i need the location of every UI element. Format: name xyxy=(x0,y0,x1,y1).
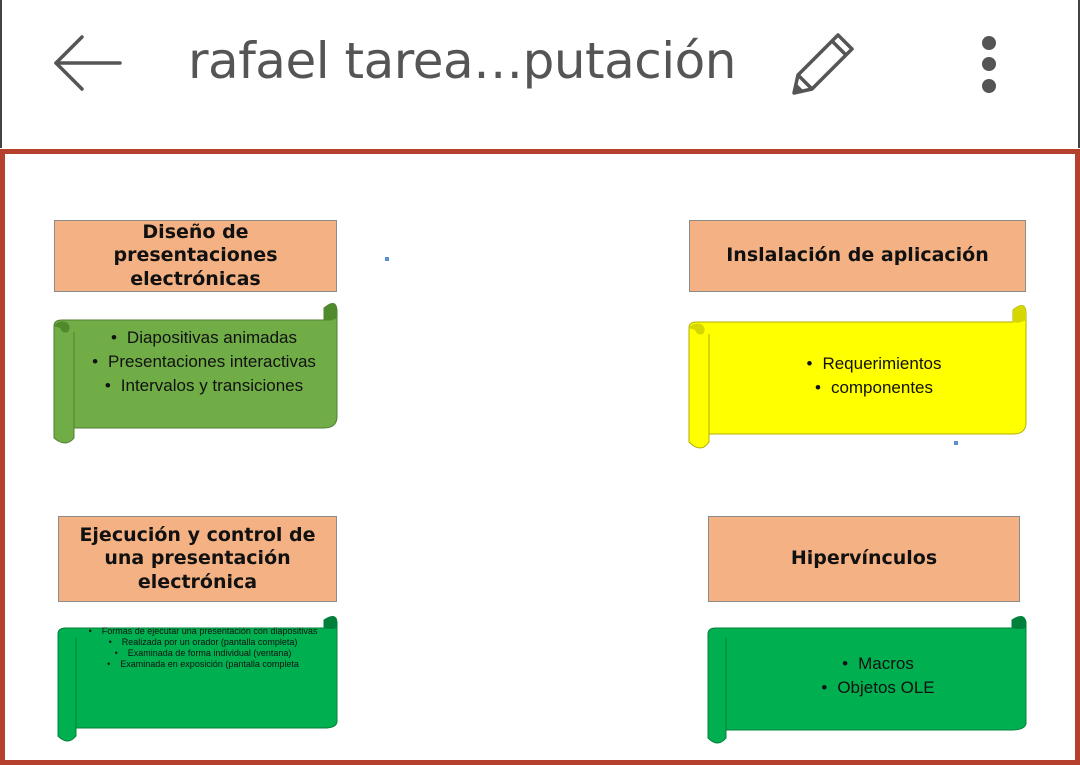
title-text: Diseño de presentaciones electrónicas xyxy=(113,221,278,290)
title-box-diseno: Diseño de presentaciones electrónicas xyxy=(54,220,337,292)
edit-button[interactable] xyxy=(782,25,862,105)
pencil-icon xyxy=(792,33,854,95)
list-item: Examinada de forma individual (ventana) xyxy=(78,648,328,659)
title-text: Hipervínculos xyxy=(790,547,938,570)
arrow-left-icon xyxy=(54,35,122,91)
title-box-hipervinculos: Hipervínculos xyxy=(708,516,1020,602)
more-options-button[interactable] xyxy=(966,28,1012,100)
title-text: Ejecución y control de una presentación … xyxy=(79,524,316,593)
list-item: Diapositivas animadas xyxy=(74,326,334,350)
back-button[interactable] xyxy=(42,28,132,100)
scroll-banner-hipervinculos: Macros Objetos OLE xyxy=(707,612,1027,744)
title-box-instalacion: Inslalación de aplicación xyxy=(689,220,1026,292)
scroll-banner-instalacion: Requerimientos componentes xyxy=(688,300,1027,452)
title-text: Inslalación de aplicación xyxy=(726,244,989,267)
scroll-banner-ejecucion: Formas de ejecutar una presentación con … xyxy=(57,612,338,742)
app-bar: rafael tarea…putación xyxy=(0,0,1080,148)
title-box-ejecucion: Ejecución y control de una presentación … xyxy=(58,516,337,602)
list-item: Requerimientos xyxy=(769,352,979,376)
stray-dot xyxy=(954,441,958,445)
list-item: Intervalos y transiciones xyxy=(74,374,334,398)
list-item: Examinada en exposición (pantalla comple… xyxy=(78,659,328,670)
list-item: Objetos OLE xyxy=(768,676,988,700)
list-item: componentes xyxy=(769,376,979,400)
list-item: Macros xyxy=(768,652,988,676)
list-intro: Formas de ejecutar una presentación con … xyxy=(78,626,328,637)
list-item: Realizada por un orador (pantalla comple… xyxy=(78,637,328,648)
more-vertical-icon xyxy=(982,36,996,50)
stray-dot xyxy=(385,257,389,261)
scroll-banner-diseno: Diapositivas animadas Presentaciones int… xyxy=(53,298,338,446)
list-item: Presentaciones interactivas xyxy=(74,350,334,374)
document-title: rafael tarea…putación xyxy=(188,32,736,90)
